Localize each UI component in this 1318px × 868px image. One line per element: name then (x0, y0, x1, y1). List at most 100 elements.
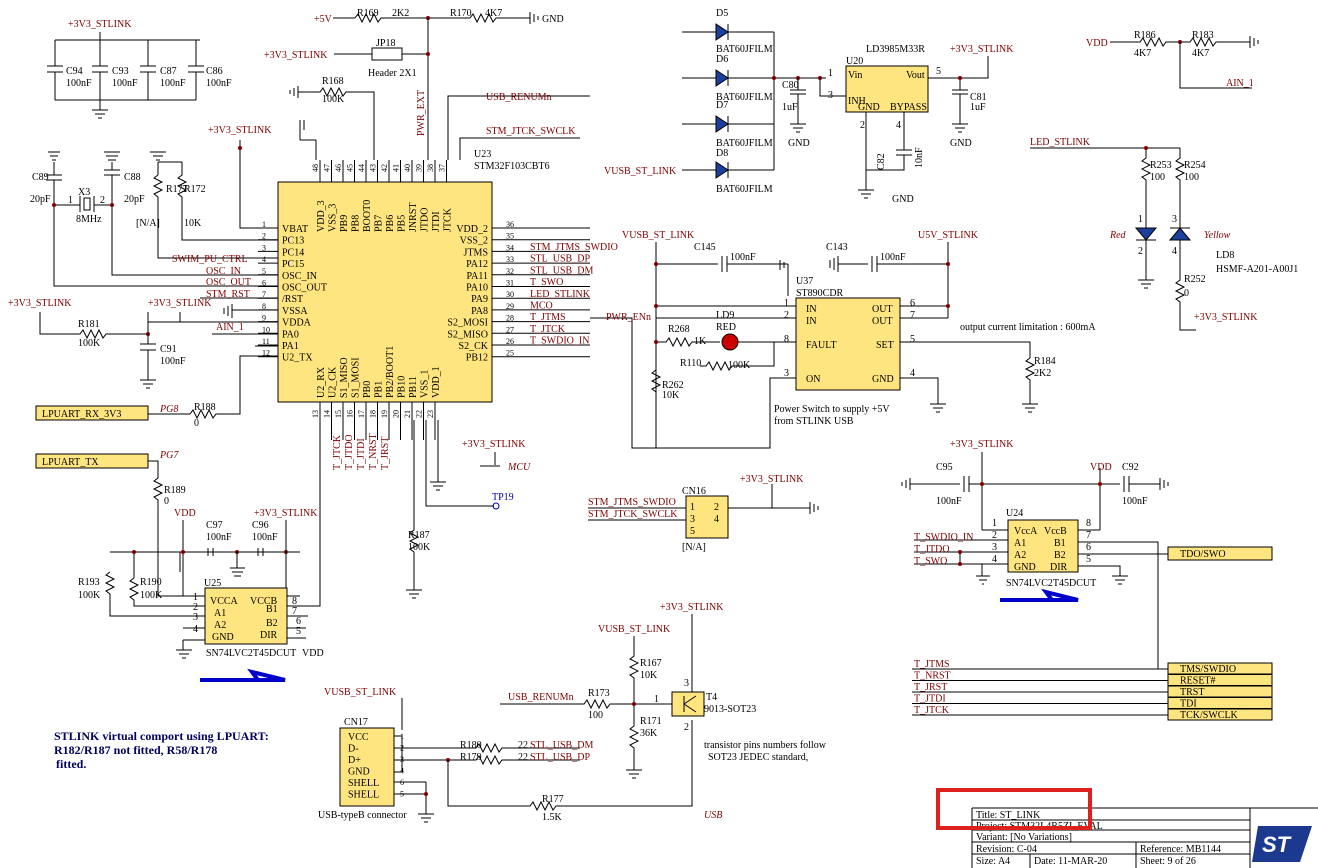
svg-text:USB-typeB connector: USB-typeB connector (318, 810, 407, 821)
mcu-pin-number: 46 (334, 164, 343, 172)
svg-text:20pF: 20pF (30, 194, 51, 205)
svg-text:C86: C86 (206, 66, 223, 77)
svg-text:B1: B1 (266, 604, 278, 615)
svg-text:[N/A]: [N/A] (136, 218, 160, 229)
mcu-pin-label: PA11 (467, 271, 489, 282)
mcu-pin-number: 18 (369, 410, 378, 418)
svg-text:C91: C91 (160, 344, 177, 355)
svg-text:2: 2 (100, 195, 105, 206)
t4-body (671, 691, 705, 717)
mcu-pin-number: 7 (262, 290, 266, 299)
svg-text:VDD: VDD (302, 648, 324, 659)
mcu-pin-number: 43 (369, 164, 378, 172)
mcu-pin-number: 37 (438, 164, 447, 172)
mcu-pin-label: PB7 (374, 215, 385, 232)
svg-text:STM_JTCK_SWCLK: STM_JTCK_SWCLK (486, 126, 576, 137)
svg-text:20pF: 20pF (124, 194, 145, 205)
svg-text:3: 3 (193, 612, 198, 623)
svg-text:PG8: PG8 (159, 404, 178, 415)
svg-text:Revision: C-04: Revision: C-04 (976, 844, 1037, 855)
svg-text:DIR: DIR (260, 630, 278, 641)
svg-text:T_JTCK: T_JTCK (332, 434, 343, 470)
svg-text:1: 1 (654, 694, 659, 705)
svg-text:LD9: LD9 (716, 310, 734, 321)
svg-text:VCCB: VCCB (250, 596, 278, 607)
svg-text:T_JTDO: T_JTDO (914, 544, 950, 555)
svg-text:transistor pins numbers follow: transistor pins numbers follow (704, 740, 827, 751)
svg-text:R171: R171 (640, 716, 662, 727)
svg-text:3: 3 (784, 368, 789, 379)
svg-text:B2: B2 (266, 618, 278, 629)
mcu-pin-number: 5 (262, 267, 266, 276)
svg-text:CN17: CN17 (344, 717, 368, 728)
crystal-area: C89 20pF X3 8MHz 1 2 C88 20pF R177 R172 … (30, 151, 278, 300)
jtag-net-label: T_NRST (914, 671, 951, 682)
mcu-pin-label: PA10 (466, 283, 488, 294)
svg-text:Size: A4: Size: A4 (976, 856, 1010, 867)
svg-text:R172: R172 (184, 184, 206, 195)
svg-text:R177: R177 (166, 184, 188, 195)
mcu-pin-label: PB8 (351, 215, 362, 232)
svg-text:VccA: VccA (1014, 526, 1038, 537)
svg-text:10K: 10K (662, 390, 680, 401)
mcu-pin-label: U2_CK (328, 366, 339, 398)
svg-text:10nF: 10nF (914, 147, 925, 168)
svg-text:1: 1 (68, 195, 73, 206)
svg-text:R170: R170 (450, 8, 472, 19)
mcu-pin-number: 25 (506, 349, 514, 358)
svg-text:2K2: 2K2 (392, 8, 409, 19)
mcu-bottom-nets: T_JTCK T_JTDO T_JTDI T_NRST T_JRST R1871… (332, 420, 514, 599)
mcu-net-label: T_SWDIO_IN (530, 336, 589, 347)
svg-text:3: 3 (1172, 214, 1177, 225)
svg-text:2: 2 (714, 502, 719, 513)
svg-text:100: 100 (1150, 172, 1165, 183)
svg-text:1: 1 (992, 518, 997, 529)
svg-text:100nF: 100nF (66, 78, 92, 89)
svg-text:C94: C94 (66, 66, 83, 77)
svg-text:STM_JTCK_SWCLK: STM_JTCK_SWCLK (588, 509, 678, 520)
mcu-net-label: STM_JTMS_SWDIO (530, 242, 618, 253)
svg-text:8: 8 (1086, 518, 1091, 529)
svg-text:1: 1 (193, 592, 198, 603)
mcu-pin-number: 6 (262, 279, 266, 288)
mcu-pin-label: PB6 (385, 215, 396, 232)
svg-text:100nF: 100nF (206, 78, 232, 89)
svg-text:STM_JTMS_SWDIO: STM_JTMS_SWDIO (588, 497, 676, 508)
mcu-net-label: STL_USB_DM (530, 265, 593, 276)
mcu-pin-label: PA8 (471, 306, 488, 317)
mcu-pin-label: PA9 (471, 294, 488, 305)
svg-text:Reference: MB1144: Reference: MB1144 (1140, 844, 1221, 855)
svg-text:4: 4 (992, 554, 997, 565)
jtag-net-label: T_JRST (914, 682, 947, 693)
mcu-pin-number: 1 (262, 220, 266, 229)
svg-text:100: 100 (1184, 172, 1199, 183)
svg-text:T_JRST: T_JRST (380, 437, 391, 470)
svg-text:2: 2 (784, 310, 789, 321)
svg-text:100nF: 100nF (252, 532, 278, 543)
cn16: STM_JTMS_SWDIO STM_JTCK_SWCLK CN16 [N/A]… (588, 474, 819, 553)
svg-text:100nF: 100nF (160, 78, 186, 89)
svg-text:AIN_1: AIN_1 (216, 322, 244, 333)
svg-text:22: 22 (518, 752, 528, 763)
svg-text:Red: Red (1109, 230, 1127, 241)
mcu-pin-label: PC14 (282, 247, 304, 258)
svg-text:R184: R184 (1034, 356, 1056, 367)
svg-text:R268: R268 (668, 324, 690, 335)
mcu-pin-label: VBAT (282, 224, 308, 235)
svg-text:5: 5 (690, 526, 695, 537)
svg-text:36K: 36K (640, 728, 658, 739)
mcu-pin-number: 39 (415, 164, 424, 172)
svg-text:STLINK virtual comport using L: STLINK virtual comport using LPUART: (54, 729, 269, 743)
svg-text:A1: A1 (214, 608, 226, 619)
svg-text:+3V3_STLINK: +3V3_STLINK (254, 508, 318, 519)
svg-text:A2: A2 (214, 620, 226, 631)
mcu-pin-number: 14 (323, 410, 332, 418)
lpuart-rx-port (35, 405, 149, 421)
svg-text:100nF: 100nF (160, 356, 186, 367)
svg-text:R182/R187 not fitted, R58/R178: R182/R187 not fitted, R58/R178 (54, 743, 217, 757)
mcu-pin-label: OSC_IN (282, 271, 317, 282)
